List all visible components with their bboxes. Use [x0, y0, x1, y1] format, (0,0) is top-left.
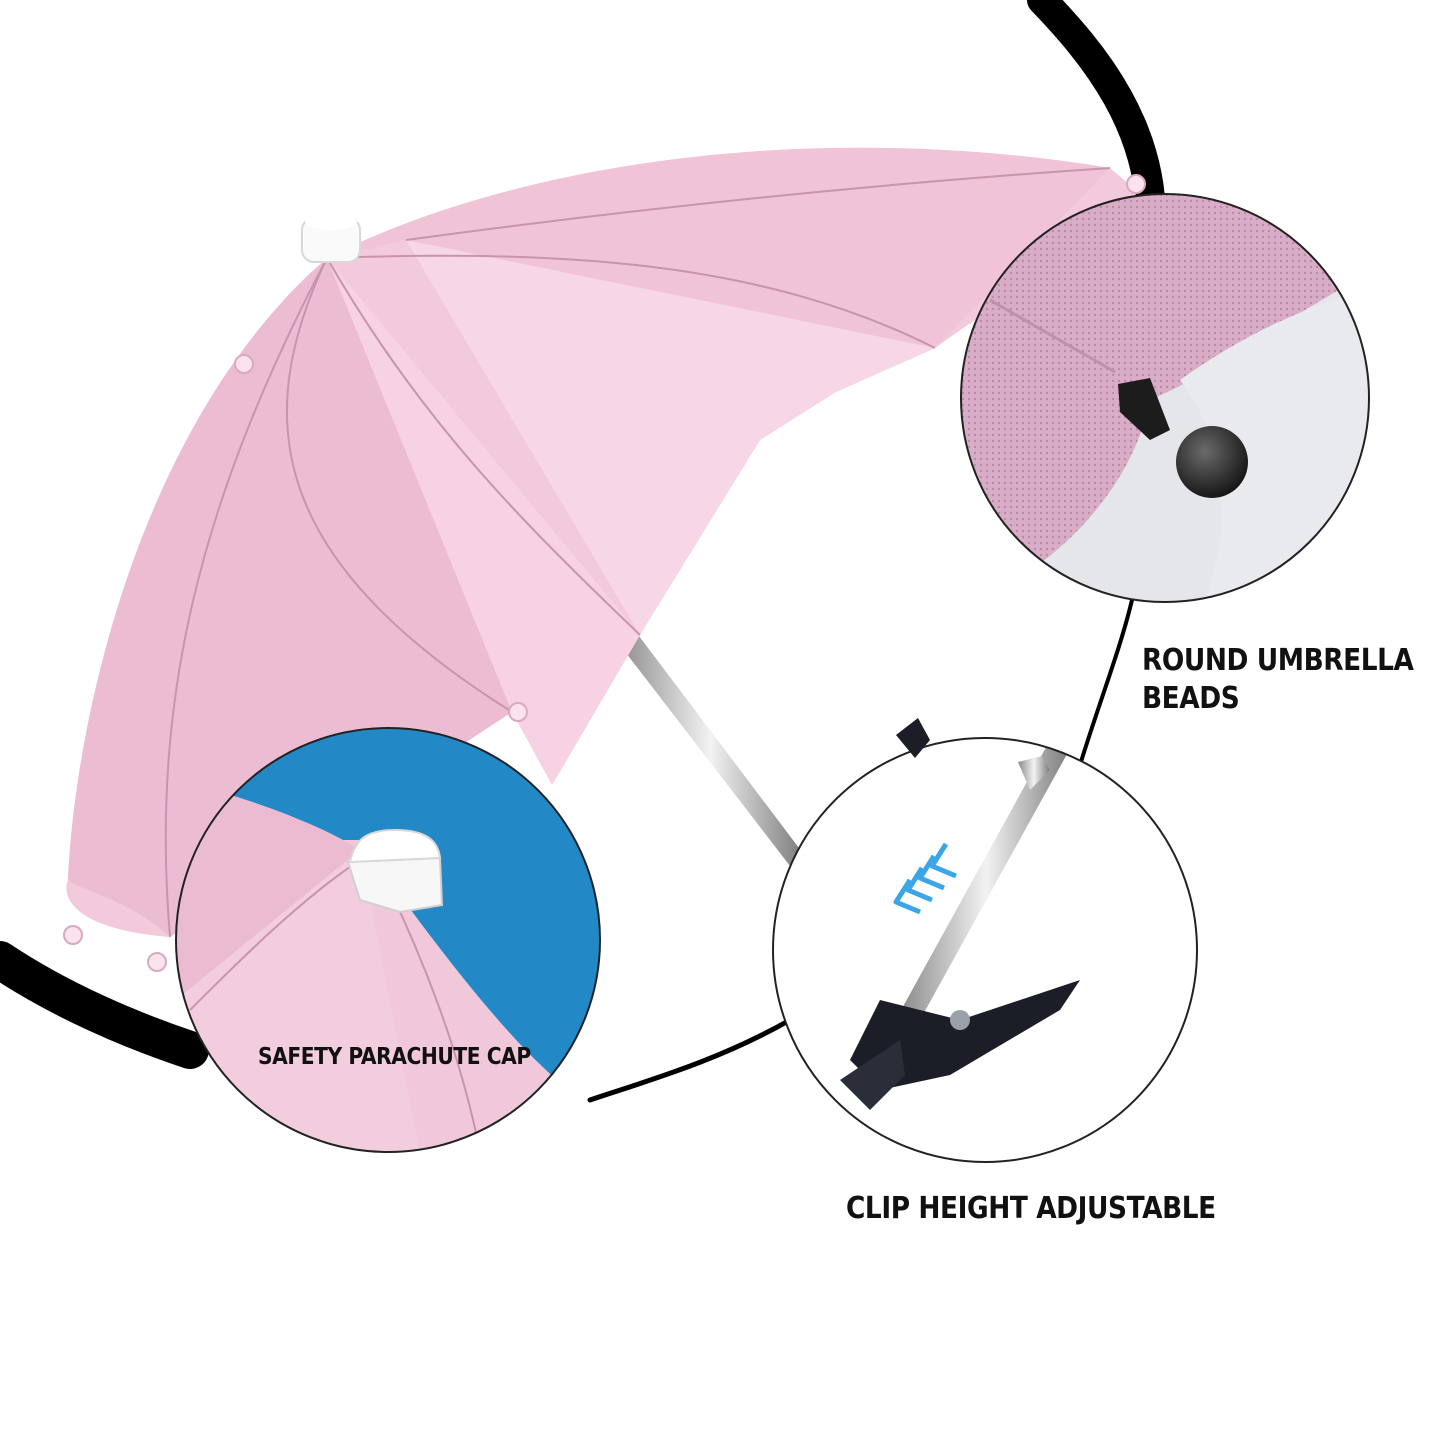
detail-circle-beads	[960, 193, 1370, 603]
label-beads-line2: BEADS	[1142, 680, 1240, 716]
detail-circle-clip	[772, 737, 1198, 1163]
detail-circle-cap	[175, 727, 601, 1153]
label-round-umbrella-beads: ROUND UMBRELLA BEADS	[1142, 642, 1414, 717]
chevron-arrows-icon	[893, 842, 957, 915]
label-beads-line1: ROUND UMBRELLA	[1142, 643, 1414, 678]
label-safety-parachute-cap: SAFETY PARACHUTE CAP	[258, 1044, 531, 1070]
clip-hook	[896, 718, 1050, 790]
umbrella-pole	[616, 632, 818, 884]
label-clip-height-adjustable: CLIP HEIGHT ADJUSTABLE	[846, 1191, 1216, 1226]
